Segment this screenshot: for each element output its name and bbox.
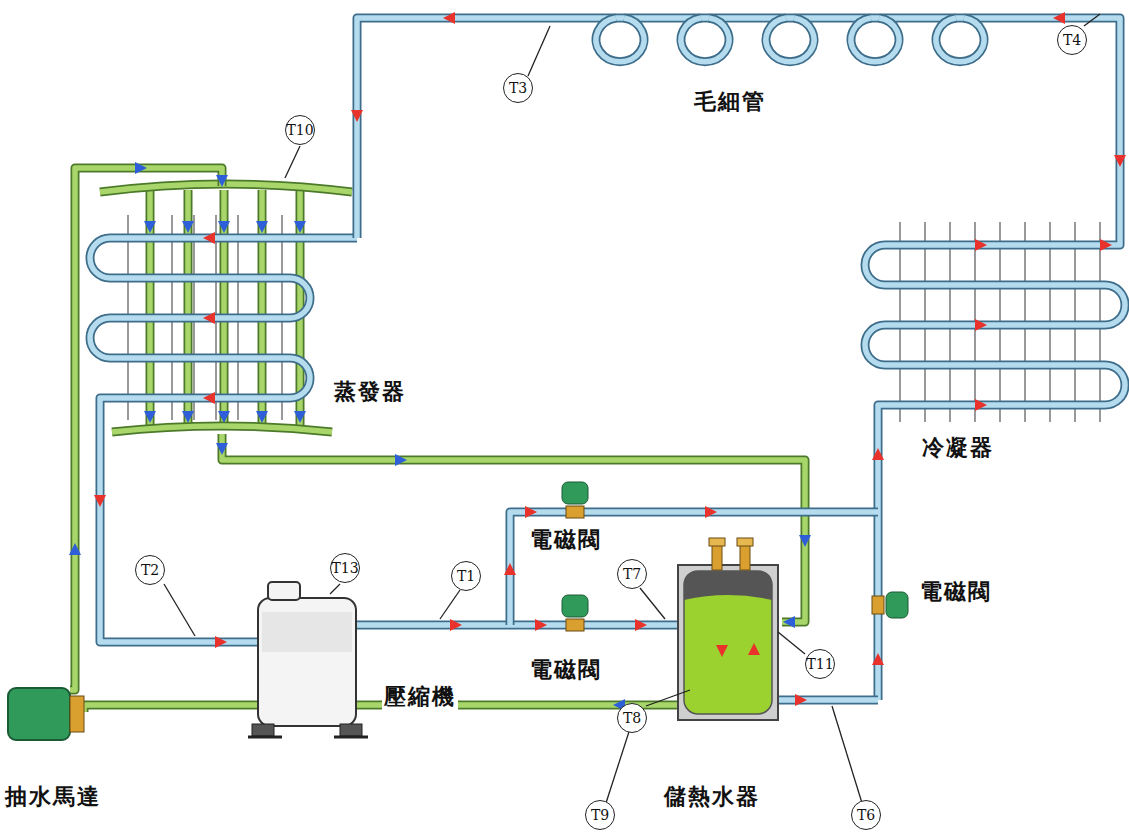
- part-name: 電磁閥: [918, 579, 994, 605]
- water-pump: [8, 688, 84, 740]
- pipe: [90, 238, 357, 642]
- callout-number: T7: [617, 559, 647, 589]
- callout-number: T4: [1057, 25, 1087, 55]
- part-name: 蒸發器: [332, 379, 408, 405]
- pipe: [851, 18, 899, 62]
- pipe-outline: [596, 18, 644, 62]
- pipe-outline: [681, 18, 729, 62]
- callout-number: T8: [617, 703, 647, 733]
- flow-arrow: [748, 643, 760, 655]
- callout-number: T3: [503, 73, 533, 103]
- part-name: 毛細管: [692, 89, 768, 115]
- callout-number: T1: [451, 561, 481, 591]
- pipe: [596, 18, 644, 62]
- flow-arrow: [182, 411, 194, 423]
- flow-arrow: [351, 110, 363, 122]
- flow-arrow: [635, 619, 647, 631]
- pipe: [766, 18, 814, 62]
- flow-arrow: [975, 319, 987, 331]
- hot-water-tank: [678, 538, 778, 720]
- flow-arrow: [535, 619, 547, 631]
- callout-number: T10: [285, 115, 315, 145]
- pipe: [681, 18, 729, 62]
- flow-arrow: [203, 392, 215, 404]
- pipe-outline: [112, 426, 332, 432]
- flow-arrow: [450, 619, 462, 631]
- flow-arrow: [218, 411, 230, 423]
- leader-lines: [164, 14, 1100, 803]
- flow-arrow: [443, 12, 455, 24]
- flow-arrow: [294, 411, 306, 423]
- flow-arrow: [144, 221, 156, 233]
- part-name: 電磁閥: [528, 657, 604, 683]
- flow-arrow: [975, 399, 987, 411]
- flow-arrow: [144, 411, 156, 423]
- flow-arrow: [203, 232, 215, 244]
- part-name: 儲熱水器: [662, 784, 762, 810]
- compressor: [248, 582, 368, 737]
- flow-arrow: [216, 175, 228, 187]
- part-name: 壓縮機: [382, 684, 458, 710]
- pipe: [112, 426, 332, 432]
- pipes: [70, 18, 1125, 712]
- solenoid-valve: [562, 595, 588, 631]
- solenoid-valve: [562, 482, 588, 518]
- flow-arrow: [218, 221, 230, 233]
- flow-arrow: [203, 312, 215, 324]
- part-name: 抽水馬達: [3, 784, 103, 810]
- pipe-outline: [851, 18, 899, 62]
- flow-arrows: [69, 12, 1126, 711]
- flow-arrow: [215, 636, 227, 648]
- flow-arrow: [395, 454, 407, 466]
- flow-arrow: [94, 495, 106, 507]
- part-name: 冷凝器: [920, 435, 996, 461]
- flow-arrow: [256, 411, 268, 423]
- flow-arrow: [69, 543, 81, 555]
- flow-arrow: [1053, 12, 1065, 24]
- callout-number: T11: [805, 649, 835, 679]
- flow-arrow: [182, 221, 194, 233]
- flow-arrow: [1100, 239, 1112, 251]
- callout-number: T2: [135, 555, 165, 585]
- callout-number: T9: [585, 800, 615, 830]
- callout-number: T6: [851, 800, 881, 830]
- flow-arrow: [872, 653, 884, 665]
- flow-arrow: [705, 506, 717, 518]
- flow-arrow: [783, 616, 795, 628]
- flow-arrow: [1114, 155, 1126, 167]
- flow-arrow: [256, 221, 268, 233]
- pipe: [936, 18, 984, 62]
- flow-arrow: [525, 506, 537, 518]
- flow-arrow: [975, 239, 987, 251]
- flow-arrow: [294, 221, 306, 233]
- callout-number: T13: [330, 553, 360, 583]
- pipe-outline: [90, 238, 357, 642]
- part-name: 電磁閥: [528, 527, 604, 553]
- flow-arrow: [716, 645, 728, 657]
- pipe-outline: [936, 18, 984, 62]
- flow-arrow: [504, 563, 516, 575]
- flow-arrow: [795, 694, 807, 706]
- solenoid-valve: [872, 592, 908, 618]
- flow-arrow: [135, 162, 147, 174]
- flow-arrow: [799, 535, 811, 547]
- flow-arrow: [872, 448, 884, 460]
- pipe-outline: [766, 18, 814, 62]
- flow-arrow: [216, 443, 228, 455]
